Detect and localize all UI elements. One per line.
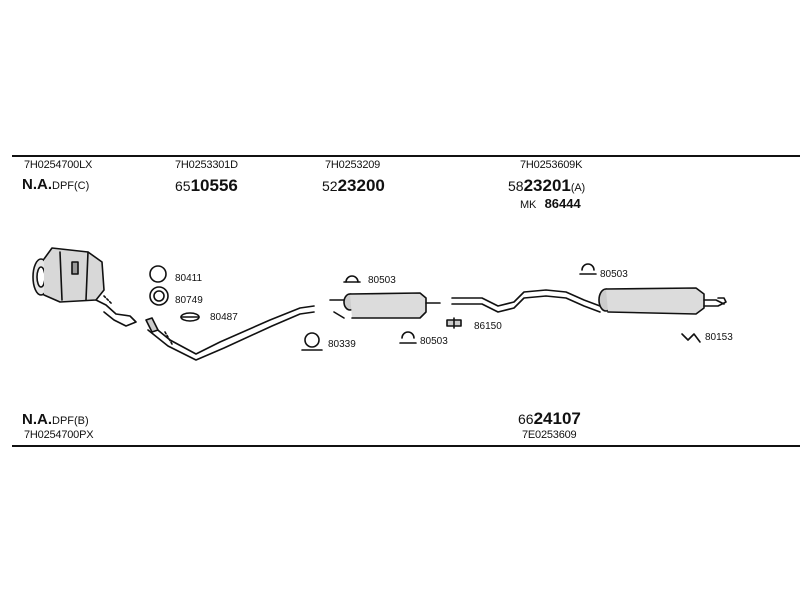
label-80153: 80153 — [705, 332, 733, 343]
intermediate-pipe-drawing — [451, 289, 601, 313]
seal-80487-drawing — [180, 312, 200, 322]
label-80339: 80339 — [328, 339, 356, 350]
col4-prefix: 58 — [508, 178, 524, 194]
label-80749: 80749 — [175, 295, 203, 306]
gasket-80749-drawing — [149, 286, 169, 306]
clamp-86150-drawing — [446, 317, 462, 329]
col3-part-number: 5223200 — [322, 177, 385, 195]
label-80503-clamp-c: 80503 — [600, 269, 628, 280]
col3-prefix: 52 — [322, 178, 338, 194]
clamp-80503-c-drawing — [579, 263, 597, 275]
col1-dpf-text: DPF(C) — [52, 180, 90, 192]
clamp-80503-a-drawing — [343, 275, 361, 283]
col2-part-code: 7H0253301D — [175, 159, 238, 171]
label-80487: 80487 — [210, 312, 238, 323]
col3-main-number: 23200 — [337, 176, 385, 195]
bottom-right-part-code: 7E0253609 — [522, 429, 577, 441]
col2-prefix: 65 — [175, 178, 191, 194]
hanger-80153-drawing — [681, 333, 701, 343]
label-80503-clamp-b: 80503 — [420, 336, 448, 347]
top-divider-line — [12, 155, 800, 157]
bottom-right-main-number: 24107 — [533, 409, 581, 428]
col2-part-number: 6510556 — [175, 177, 238, 195]
col1-part-code: 7H0254700LX — [24, 159, 93, 171]
col1-na-text: N.A. — [22, 176, 52, 193]
front-pipe-drawing — [145, 305, 315, 361]
col3-part-code: 7H0253209 — [325, 159, 381, 171]
col2-main-number: 10556 — [190, 176, 238, 195]
clamp-80411-drawing — [149, 265, 167, 283]
middle-silencer-drawing — [329, 292, 441, 319]
label-80411: 80411 — [175, 273, 203, 284]
rear-silencer-drawing — [598, 287, 727, 315]
label-86150: 86150 — [474, 321, 502, 332]
bottom-left-dpf-text: DPF(B) — [52, 415, 89, 427]
bottom-left-part-code: 7H0254700PX — [24, 429, 94, 441]
clamp-80503-b-drawing — [399, 331, 417, 344]
col4-mk-value: 86444 — [544, 196, 581, 211]
col1-na-label: N.A.DPF(C) — [22, 177, 89, 193]
bottom-left-na-label: N.A.DPF(B) — [22, 412, 89, 428]
col4-part-code: 7H0253609K — [520, 159, 583, 171]
label-80503-clamp-a: 80503 — [368, 275, 396, 286]
col4-suffix: (A) — [570, 182, 585, 194]
bottom-left-na-text: N.A. — [22, 411, 52, 428]
bottom-divider-line — [12, 445, 800, 447]
col4-part-number: 5823201(A) — [508, 177, 585, 195]
dpf-converter-drawing — [32, 247, 137, 327]
col4-mk-label: MK — [520, 199, 537, 211]
bottom-right-prefix: 66 — [518, 411, 534, 427]
bottom-right-part-number: 6624107 — [518, 410, 581, 428]
clamp-80339-drawing — [301, 332, 323, 351]
col4-mk-line: MK 86444 — [520, 196, 581, 212]
col4-main-number: 23201 — [523, 176, 571, 195]
